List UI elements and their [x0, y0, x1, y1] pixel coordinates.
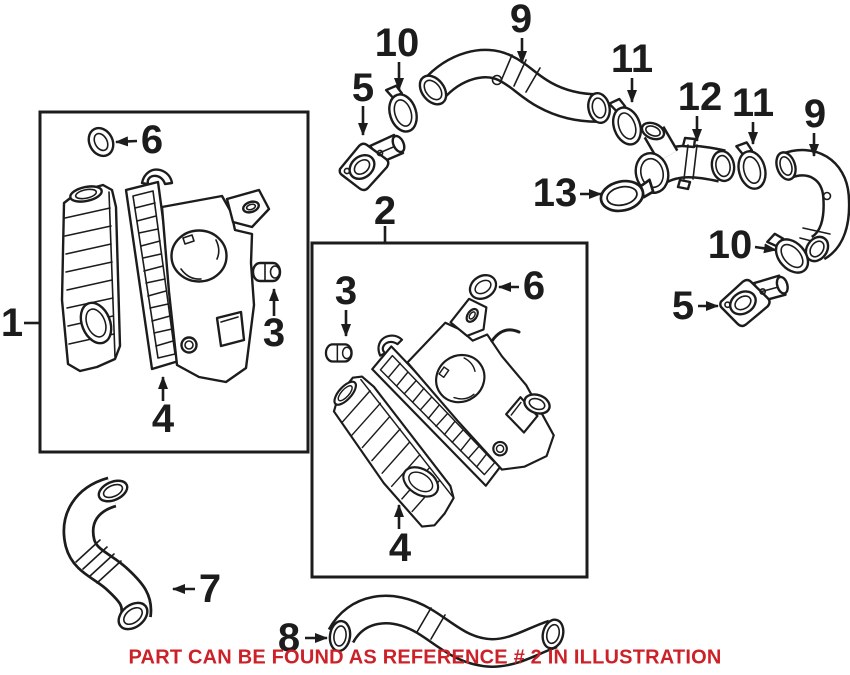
hose-clamp-10-right-illustration — [762, 225, 816, 281]
air-cleaner-assembly-2-illustration — [313, 277, 579, 544]
intake-adapter-5-upper-illustration — [338, 132, 408, 192]
callout-9-right: 9 — [803, 92, 827, 136]
callout-5-right: 5 — [671, 284, 695, 328]
hose-clamp-11-right-illustration — [730, 138, 771, 193]
hose-clamp-13-illustration — [596, 173, 658, 217]
callout-3-box1: 3 — [262, 311, 286, 355]
callout-3-box2: 3 — [334, 269, 358, 313]
callout-arrows — [24, 38, 819, 643]
callout-10-upper: 10 — [374, 21, 420, 65]
callout-4-box2: 4 — [388, 526, 412, 570]
callout-2: 2 — [373, 189, 397, 233]
rubber-mount-3-box2-illustration — [324, 343, 353, 363]
caption: PART CAN BE FOUND AS REFERENCE # 2 IN IL… — [128, 646, 722, 669]
callout-5-upper: 5 — [351, 66, 375, 110]
hose-clamp-11-left-illustration — [604, 94, 647, 150]
callout-13: 13 — [532, 171, 578, 215]
air-cleaner-assembly-1-illustration — [60, 168, 271, 384]
callout-12: 12 — [677, 75, 723, 119]
callout-10-right: 10 — [707, 223, 753, 267]
reference-box-2 — [310, 241, 589, 579]
callout-11-left: 11 — [610, 37, 654, 81]
callout-7: 7 — [198, 567, 222, 611]
callout-9-upper: 9 — [509, 0, 533, 41]
callout-11-right: 11 — [731, 81, 775, 125]
intake-adapter-5-right-illustration — [716, 266, 793, 334]
callout-6-box1: 6 — [140, 118, 164, 162]
callout-8: 8 — [277, 616, 301, 660]
o-ring-6-box1-illustration — [82, 122, 120, 162]
air-intake-hose-7-illustration — [62, 476, 153, 631]
rubber-mount-3-box1-illustration — [251, 261, 282, 283]
air-intake-hose-9-upper-illustration — [418, 48, 611, 125]
hose-clamp-10-upper-illustration — [380, 81, 423, 137]
callout-1: 1 — [0, 301, 24, 345]
air-intake-hose-8-illustration — [327, 594, 565, 669]
reference-box-1 — [38, 110, 310, 454]
callout-4-box1: 4 — [151, 397, 175, 441]
connector-pipe-12-illustration — [634, 121, 736, 194]
air-intake-hose-9-right-illustration — [775, 148, 850, 263]
callout-6-box2: 6 — [522, 264, 546, 308]
